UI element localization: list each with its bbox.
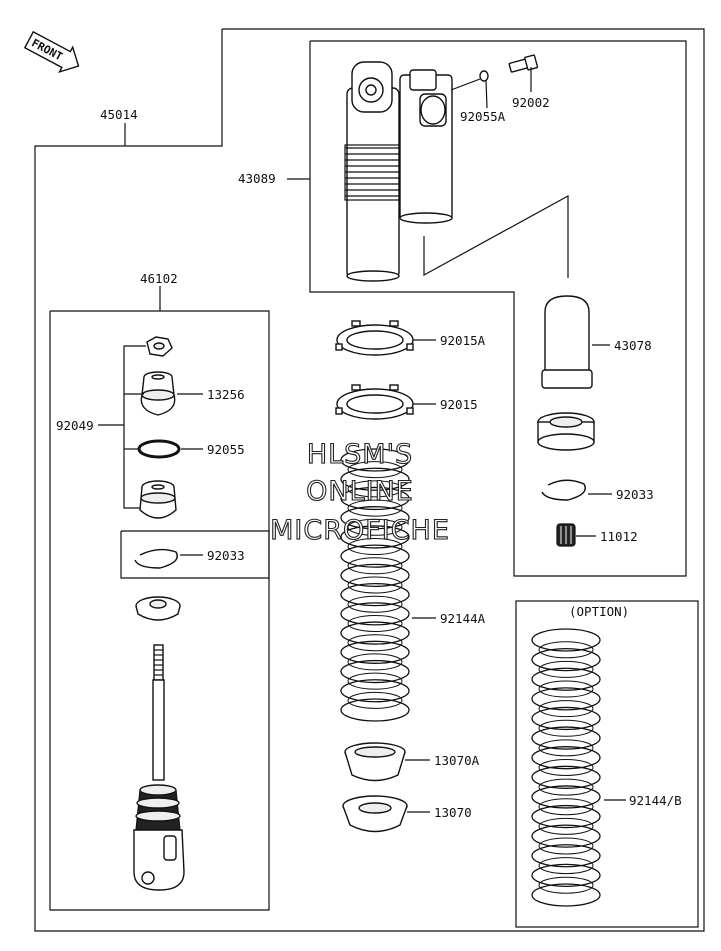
label-43089: 43089 [238, 171, 276, 186]
shock-body-part [344, 61, 453, 282]
label-45014: 45014 [100, 107, 138, 122]
option-label: (OPTION) [569, 604, 629, 619]
label-13256: 13256 [207, 387, 245, 402]
spring-92144b-part [531, 628, 601, 907]
locknut-92015a-part [335, 320, 414, 356]
rod-group-boundary [49, 310, 270, 911]
reservoir-leader [423, 194, 569, 278]
label-11012: 11012 [600, 529, 638, 544]
washer-part [135, 596, 181, 621]
label-92049: 92049 [56, 418, 94, 433]
bolt-92002-part [508, 54, 539, 73]
oring-92055a-part [479, 70, 489, 82]
label-92015a: 92015A [440, 333, 486, 348]
label-92055a: 92055A [460, 109, 506, 124]
label-92015: 92015 [440, 397, 478, 412]
watermark-line-2: ONLINE [306, 476, 414, 507]
label-92033-right: 92033 [616, 487, 654, 502]
circlip-92033-right-part [541, 479, 586, 501]
bump-rubber-13256-part [140, 371, 176, 416]
group-bracket-92049 [123, 345, 146, 509]
bladder-43078-part [541, 295, 593, 389]
reservoir-cap-part [537, 412, 595, 451]
label-46102: 46102 [140, 271, 178, 286]
rod-inner-boundary [120, 530, 270, 579]
label-13070: 13070 [434, 805, 472, 820]
option-boundary [515, 600, 699, 928]
label-92144a: 92144A [440, 611, 486, 626]
label-92033-left: 92033 [207, 548, 245, 563]
rod-guide-part [139, 480, 177, 519]
damper-rod-part [133, 644, 185, 891]
spring-seat-13070-part [342, 795, 408, 833]
label-13070a: 13070A [434, 753, 480, 768]
label-92002: 92002 [512, 95, 550, 110]
label-92055: 92055 [207, 442, 245, 457]
locknut-92015-part [335, 384, 414, 420]
spring-seat-13070a-part [344, 742, 406, 782]
front-arrow-icon: FRONT [23, 30, 80, 74]
watermark-line-1: HLSM'S [307, 439, 413, 470]
circlip-92033-left-part [134, 548, 178, 569]
label-43078: 43078 [614, 338, 652, 353]
assembly-boundary [34, 28, 705, 932]
oring-92055-part [137, 439, 181, 459]
nut-part [146, 336, 173, 357]
body-group-boundary [309, 40, 687, 577]
valve-11012-part [556, 523, 576, 547]
label-92144b: 92144/B [629, 793, 682, 808]
spring-92144a-part [340, 448, 410, 722]
watermark-line-3: MICROFICHE [270, 515, 450, 546]
